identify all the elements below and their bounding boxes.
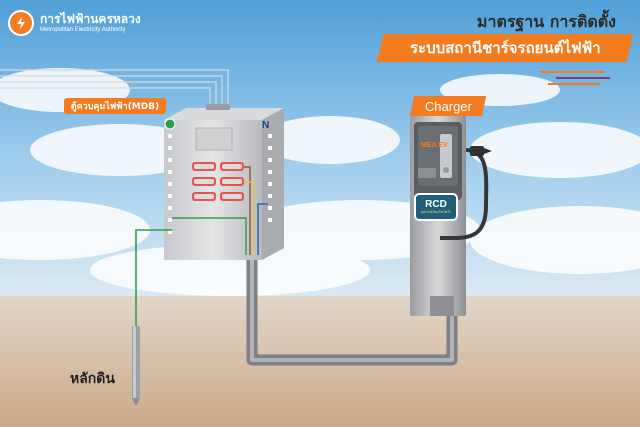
rcd-subtitle: อุปกรณ์ป้องกันไฟรั่ว [420, 210, 452, 214]
title-main: ระบบสถานีชาร์จรถยนต์ไฟฟ้า [409, 39, 601, 57]
title-banner: ระบบสถานีชาร์จรถยนต์ไฟฟ้า [376, 34, 634, 62]
logo-name-en: Metropolitan Electricity Authority [40, 26, 126, 33]
ground-rod-label: หลักดิน [70, 371, 115, 387]
rcd-title: RCD [425, 199, 447, 210]
charger-label: Charger [409, 96, 487, 116]
mea-emblem-icon [8, 10, 34, 36]
rcd-badge: RCD อุปกรณ์ป้องกันไฟรั่ว [414, 193, 458, 221]
mdb-label: ตู้ควบคุมไฟฟ้า(MDB) [64, 98, 166, 114]
title-subtitle: มาตรฐาน การติดตั้ง [476, 12, 616, 31]
title-stripes [540, 71, 610, 85]
mea-logo: การไฟฟ้านครหลวง Metropolitan Electricity… [8, 10, 141, 36]
supply-wires [0, 69, 229, 108]
ground-wire [135, 229, 172, 330]
internal-wires [172, 166, 268, 255]
logo-name-th: การไฟฟ้านครหลวง [40, 11, 141, 26]
charger-brand: MEA EV [421, 142, 448, 149]
neutral-mark: N [262, 120, 270, 131]
earth-terminal [164, 118, 176, 130]
charger-label-text: Charger [424, 98, 472, 114]
mdb-label-text: ตู้ควบคุมไฟฟ้า(MDB) [70, 102, 160, 112]
ground-rod [132, 326, 140, 406]
mdb-cabinet [164, 104, 284, 260]
